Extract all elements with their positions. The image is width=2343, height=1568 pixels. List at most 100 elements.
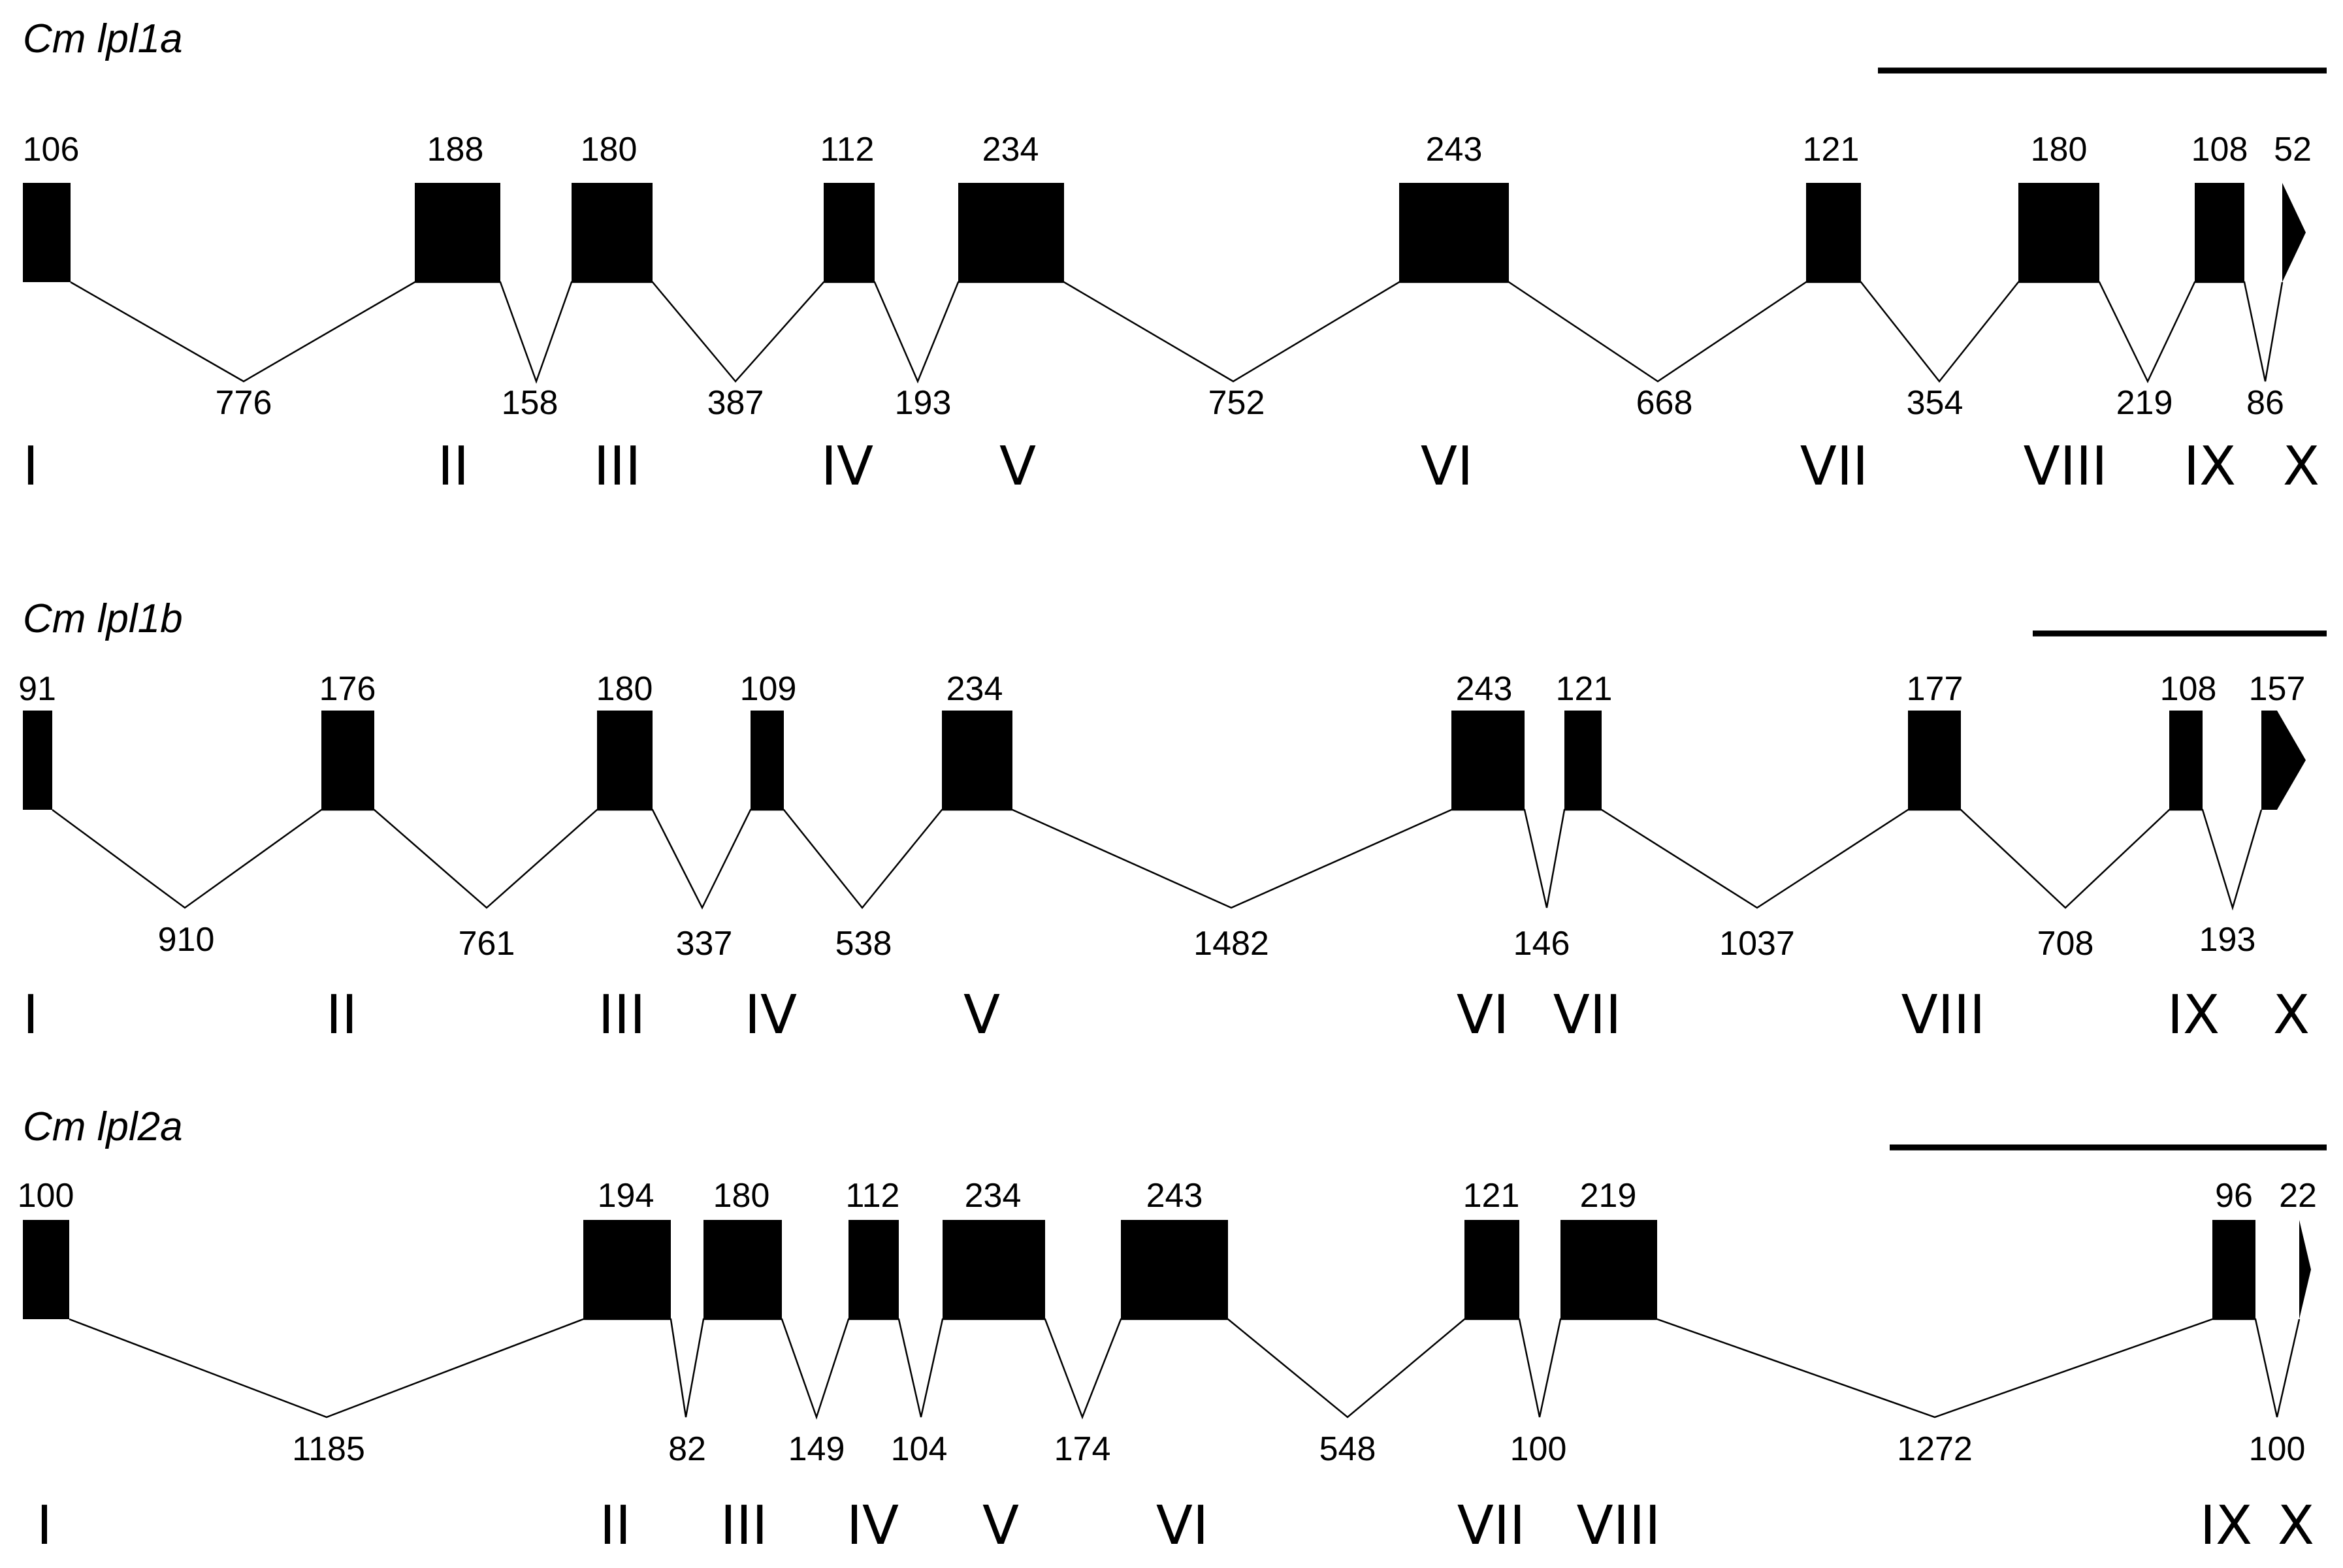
exon-block (1806, 183, 1861, 282)
exon-block (824, 183, 875, 282)
exon-numeral: V (963, 984, 1000, 1046)
exon-numeral: II (326, 984, 357, 1046)
intron-size-label: 174 (1054, 1430, 1111, 1468)
exon-numeral: I (23, 436, 39, 498)
intron-size-labels: 910 761 337 538 1482 146 1037 708 193 (158, 921, 2256, 963)
exon-size-label: 177 (1907, 670, 1963, 708)
exon-block (597, 711, 653, 810)
intron-lines (70, 281, 2284, 384)
exon-size-label: 234 (965, 1177, 1022, 1215)
exon-block (23, 183, 71, 282)
exon-size-label: 121 (1463, 1177, 1520, 1215)
exon-numeral: VI (1156, 1495, 1208, 1557)
exon-size-label: 109 (740, 670, 797, 708)
exon-block (943, 1220, 1045, 1319)
exon-block (1399, 183, 1509, 282)
exon-size-label: 180 (713, 1177, 770, 1215)
exon-numerals: I II III IV V VI VII VIII IX X (23, 436, 2319, 498)
intron-size-labels: 776 158 387 193 752 668 354 219 86 (216, 384, 2284, 422)
intron-size-label: 146 (1513, 925, 1570, 963)
exon-size-label: 100 (18, 1177, 74, 1215)
exon-size-labels: 106 188 180 112 234 243 121 180 108 52 (23, 131, 2312, 168)
gene-name: Cm lpl1b (23, 596, 183, 641)
exon-size-label: 194 (598, 1177, 654, 1215)
exon-size-label: 52 (2274, 131, 2312, 168)
intron-size-label: 1037 (1719, 925, 1795, 963)
exon-numeral: X (2278, 1495, 2314, 1557)
exon-size-label: 180 (581, 131, 638, 168)
exon-numeral: VI (1457, 984, 1509, 1046)
exon-numeral: III (594, 436, 641, 498)
exon-block (2195, 183, 2244, 282)
exon-blocks (23, 711, 2306, 810)
exon-block (1121, 1220, 1228, 1319)
exon-size-label: 243 (1456, 670, 1513, 708)
exon-size-label: 180 (2031, 131, 2088, 168)
intron-size-label: 158 (502, 384, 558, 422)
exon-size-label: 157 (2249, 670, 2306, 708)
intron-size-label: 100 (2249, 1430, 2306, 1468)
exon-numeral: IV (847, 1495, 899, 1557)
exon-numeral: IX (2167, 984, 2220, 1046)
intron-size-label: 219 (2116, 384, 2173, 422)
exon-numeral: IV (821, 436, 873, 498)
exon-numeral: I (23, 984, 39, 1046)
exon-numeral: IX (2184, 436, 2236, 498)
intron-size-label: 149 (788, 1430, 845, 1468)
intron-size-label: 548 (1319, 1430, 1376, 1468)
exon-block (1564, 711, 1602, 810)
intron-size-label: 761 (459, 925, 515, 963)
exon-block (2169, 711, 2203, 810)
exon-block (942, 711, 1012, 810)
intron-lines (52, 808, 2263, 911)
exon-numeral: III (598, 984, 646, 1046)
intron-size-label: 193 (2199, 921, 2256, 959)
exon-size-label: 234 (946, 670, 1003, 708)
gene-panel-lpl1a: Cm lpl1a 106 188 180 112 234 243 121 180… (23, 16, 2327, 498)
intron-size-label: 1272 (1897, 1430, 1973, 1468)
exon-numeral: VIII (1577, 1495, 1661, 1557)
exon-block (1908, 711, 1961, 810)
exon-numeral: VII (1457, 1495, 1525, 1557)
intron-size-label: 708 (2037, 925, 2094, 963)
exon-block (321, 711, 374, 810)
exon-size-label: 96 (2215, 1177, 2253, 1215)
exon-block (703, 1220, 782, 1319)
exon-size-label: 176 (319, 670, 376, 708)
exon-size-label: 243 (1426, 131, 1483, 168)
exon-numeral: IX (2200, 1495, 2252, 1557)
exon-numeral: VII (1553, 984, 1621, 1046)
exon-block (1464, 1220, 1519, 1319)
exon-block (958, 183, 1064, 282)
exon-size-label: 234 (982, 131, 1039, 168)
intron-size-label: 1482 (1193, 925, 1269, 963)
exon-size-label: 106 (23, 131, 80, 168)
exon-blocks (23, 1220, 2311, 1319)
exon-numeral: VII (1800, 436, 1868, 498)
exon-size-label: 91 (18, 670, 56, 708)
intron-size-label: 387 (707, 384, 764, 422)
exon-size-labels: 91 176 180 109 234 243 121 177 108 157 (18, 670, 2305, 708)
intron-size-label: 82 (668, 1430, 706, 1468)
intron-size-label: 910 (158, 921, 215, 959)
exon-block (751, 711, 784, 810)
intron-lines (69, 1318, 2301, 1420)
exon-block (415, 183, 500, 282)
exon-numeral: V (999, 436, 1036, 498)
exon-numeral: VIII (1901, 984, 1986, 1046)
exon-terminal-arrow (2261, 711, 2306, 810)
exon-size-label: 22 (2279, 1177, 2317, 1215)
exon-size-label: 188 (427, 131, 484, 168)
exon-size-label: 112 (820, 131, 875, 168)
exon-size-label: 121 (1803, 131, 1860, 168)
exon-block (23, 1220, 69, 1319)
exon-size-label: 108 (2160, 670, 2217, 708)
exon-block (1560, 1220, 1657, 1319)
exon-blocks (23, 183, 2306, 282)
exon-numeral: X (2283, 436, 2319, 498)
exon-numeral: III (720, 1495, 768, 1557)
intron-size-label: 752 (1208, 384, 1265, 422)
exon-numeral: VI (1421, 436, 1473, 498)
intron-size-label: 337 (676, 925, 733, 963)
